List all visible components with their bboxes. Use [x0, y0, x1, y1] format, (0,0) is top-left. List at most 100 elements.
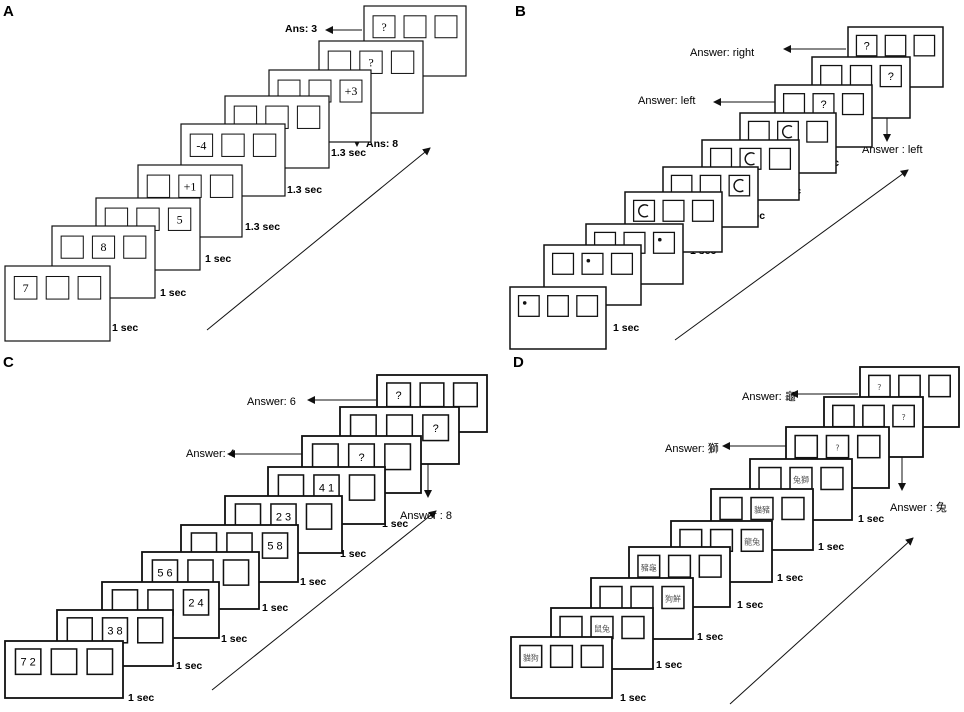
- cell-content: ?: [396, 390, 402, 402]
- cell-content: -4: [196, 138, 206, 152]
- trial-frame-1-box-1: [519, 644, 543, 669]
- answer-label: Answer: 獅: [665, 441, 719, 455]
- trial-frame-2-box-1: [551, 252, 575, 275]
- cell-content: ?: [368, 55, 373, 69]
- trial-frame-3-box-1: [599, 585, 623, 610]
- trial-frame-1-box-2: [50, 648, 78, 676]
- trial-frame-1: 7 2: [4, 640, 124, 699]
- duration-label: 1 sec: [858, 513, 884, 525]
- arc-marker: [744, 152, 755, 166]
- trial-frame-4-box-3: [209, 174, 234, 198]
- cell-content: 2 4: [188, 597, 203, 609]
- panel-letter-c: C: [3, 354, 14, 371]
- duration-label: 1 sec: [382, 518, 408, 530]
- trial-frame-9-box-3: [422, 414, 450, 442]
- trial-frame-3-box-3: [167, 207, 192, 231]
- answer-label: Answer: left: [638, 95, 695, 107]
- cell-content: ?: [433, 423, 439, 435]
- duration-label: 1 sec: [340, 548, 366, 560]
- cell-content: ?: [877, 383, 881, 392]
- trial-frame-4-box-2: [667, 554, 692, 578]
- answer-label: Answer : left: [862, 144, 923, 156]
- cell-content: ?: [835, 444, 839, 453]
- duration-label: 1 sec: [262, 602, 288, 614]
- trial-frame-1: 7: [4, 265, 111, 342]
- duration-label: 1 sec: [818, 541, 844, 553]
- cell-content: 8: [101, 240, 107, 254]
- answer-label: Ans: 8: [366, 138, 398, 150]
- cell-content: 5 8: [267, 541, 282, 553]
- trial-frame-1-box-2: [549, 644, 574, 669]
- trial-frame-7-box-3: [339, 79, 363, 103]
- answer-label: Answer: 4: [186, 448, 235, 460]
- trial-frame-6-box-3: [781, 496, 805, 521]
- trial-frame-1-box-1: [13, 275, 38, 300]
- cell-content: 狗鮮: [665, 594, 681, 604]
- trial-frame-9-box-3: [879, 64, 902, 88]
- cell-content: ?: [901, 413, 905, 422]
- trial-frame-6-box-2: [750, 496, 774, 521]
- trial-frame-4-box-2: [187, 559, 214, 586]
- panel-letter-b: B: [515, 3, 526, 20]
- trial-frame-7-box-1: [758, 466, 782, 491]
- trial-frame-5-box-3: [252, 133, 277, 157]
- trial-frame-9-box-1: [820, 64, 843, 88]
- trial-frame-4-box-1: [146, 174, 171, 198]
- duration-label: 1 sec: [737, 599, 763, 611]
- answer-label: Answer: 6: [247, 396, 296, 408]
- trial-frame-9-box-1: [832, 404, 855, 428]
- trial-frame-7-box-3: [348, 474, 376, 501]
- dot-marker: [586, 258, 591, 263]
- trial-frame-8-box-3: [384, 443, 412, 471]
- trial-frame-10-box-3: [928, 374, 951, 398]
- trial-frame-10-box-3: [452, 382, 479, 408]
- trial-frame-5-box-3: [728, 174, 751, 197]
- duration-label: 1 sec: [300, 576, 326, 588]
- trial-frame-4-box-1: [632, 199, 656, 222]
- duration-label: 1.3 sec: [287, 184, 322, 196]
- trial-frame-2-box-3: [621, 615, 645, 640]
- trial-frame-1-box-3: [86, 648, 114, 676]
- trial-frame-4-box-3: [698, 554, 722, 578]
- trial-frame-5-box-1: [189, 133, 214, 157]
- cell-content: 4 1: [319, 483, 334, 495]
- trial-frame-3-box-3: [661, 585, 685, 610]
- trial-frame-7-box-1: [747, 120, 770, 143]
- trial-frame-5-box-2: [221, 133, 245, 157]
- trial-frame-1: [509, 286, 607, 350]
- answer-label: Answer : 兔: [890, 500, 947, 514]
- trial-frame-3-box-3: [652, 231, 676, 254]
- answer-label: Answer : 8: [400, 510, 452, 522]
- trial-frame-4-box-3: [691, 199, 715, 222]
- trial-frame-3-box-2: [630, 585, 654, 610]
- duration-label: 1 sec: [160, 287, 186, 299]
- cell-content: 5 6: [157, 568, 172, 580]
- trial-frame-2-box-2: [101, 617, 129, 644]
- trial-frame-10-box-2: [419, 382, 445, 408]
- trial-frame-6-box-1: [719, 496, 743, 521]
- trial-frame-8-box-3: [390, 50, 415, 74]
- duration-label: 1 sec: [128, 692, 154, 704]
- trial-frame-1-box-3: [77, 275, 102, 300]
- trial-frame-6-box-3: [305, 503, 333, 530]
- time-arrow: [206, 147, 431, 331]
- trial-frame-4-box-3: [222, 559, 250, 586]
- duration-label: 1 sec: [656, 659, 682, 671]
- trial-frame-7-box-2: [777, 120, 799, 143]
- panel-letter-a: A: [3, 3, 14, 20]
- trial-frame-10-box-2: [898, 374, 921, 398]
- cell-content: 5: [177, 212, 183, 226]
- duration-label: 1 sec: [221, 633, 247, 645]
- trial-frame-3-box-3: [182, 589, 210, 616]
- arc-marker: [782, 125, 793, 139]
- trial-frame-10-box-3: [913, 34, 936, 57]
- cell-content: +1: [184, 179, 197, 193]
- trial-frame-9-box-2: [849, 64, 873, 88]
- dot-marker: [522, 301, 527, 305]
- cell-content: 豬龜: [641, 562, 657, 572]
- trial-frame-8-box-1: [311, 443, 339, 471]
- trial-frame-6-box-3: [296, 105, 321, 129]
